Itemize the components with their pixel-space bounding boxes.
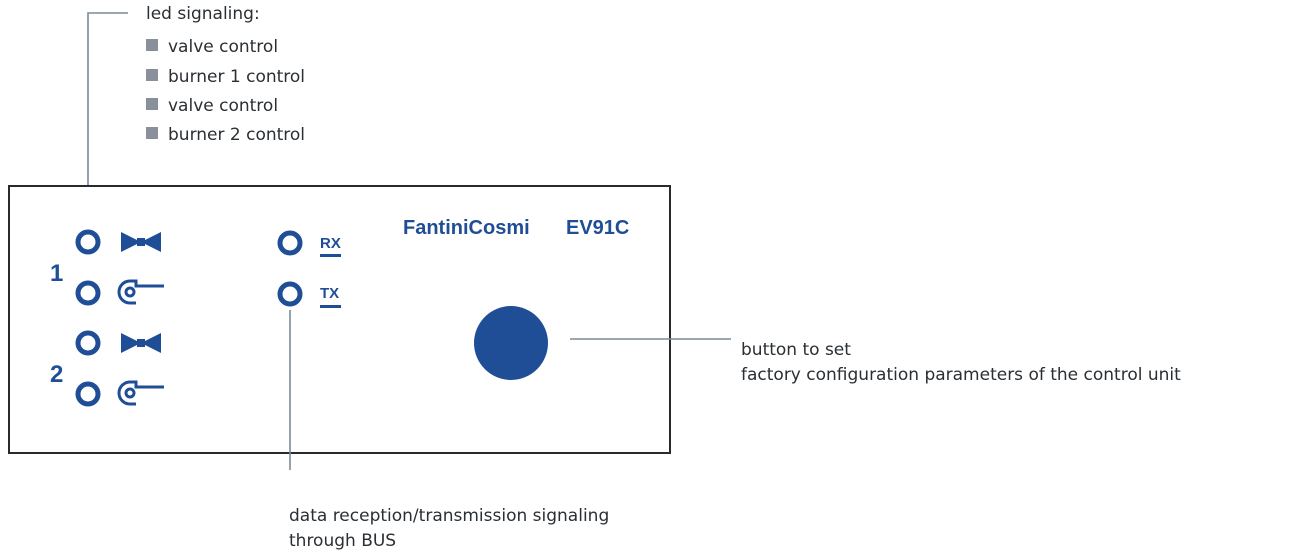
valve-icon (121, 232, 161, 252)
led-burner-2 (75, 381, 101, 407)
led-tx (277, 281, 303, 307)
factory-reset-button[interactable] (474, 306, 548, 380)
panel-frame (8, 185, 671, 454)
led-valve-1 (75, 229, 101, 255)
model-name: EV91C (566, 217, 629, 239)
burner-icon (117, 380, 164, 406)
legend-title: led signaling: (146, 4, 260, 24)
tx-underline (320, 305, 341, 308)
group-1-label: 1 (50, 260, 63, 287)
button-callout-line2: factory configuration parameters of the … (741, 365, 1181, 385)
legend-item: burner 2 control (168, 125, 305, 145)
burner-icon (117, 279, 164, 305)
bus-callout-line2: through BUS (289, 531, 396, 551)
square-bullet-icon (146, 127, 158, 139)
tx-label: TX (320, 285, 339, 302)
brand-name: FantiniCosmi (403, 217, 530, 239)
legend-leader-line (87, 12, 128, 216)
led-rx (277, 230, 303, 256)
rx-underline (320, 254, 341, 257)
square-bullet-icon (146, 69, 158, 81)
rx-label: RX (320, 235, 341, 252)
bus-callout-line1: data reception/transmission signaling (289, 506, 609, 526)
square-bullet-icon (146, 98, 158, 110)
led-valve-2 (75, 330, 101, 356)
legend-item: valve control (168, 37, 278, 57)
square-bullet-icon (146, 39, 158, 51)
legend-list: valve control burner 1 control valve con… (146, 37, 305, 145)
valve-icon (121, 333, 161, 353)
legend-item: valve control (168, 96, 278, 116)
legend-item: burner 1 control (168, 67, 305, 87)
group-2-label: 2 (50, 361, 63, 388)
led-burner-1 (75, 280, 101, 306)
button-callout-line1: button to set (741, 340, 851, 360)
